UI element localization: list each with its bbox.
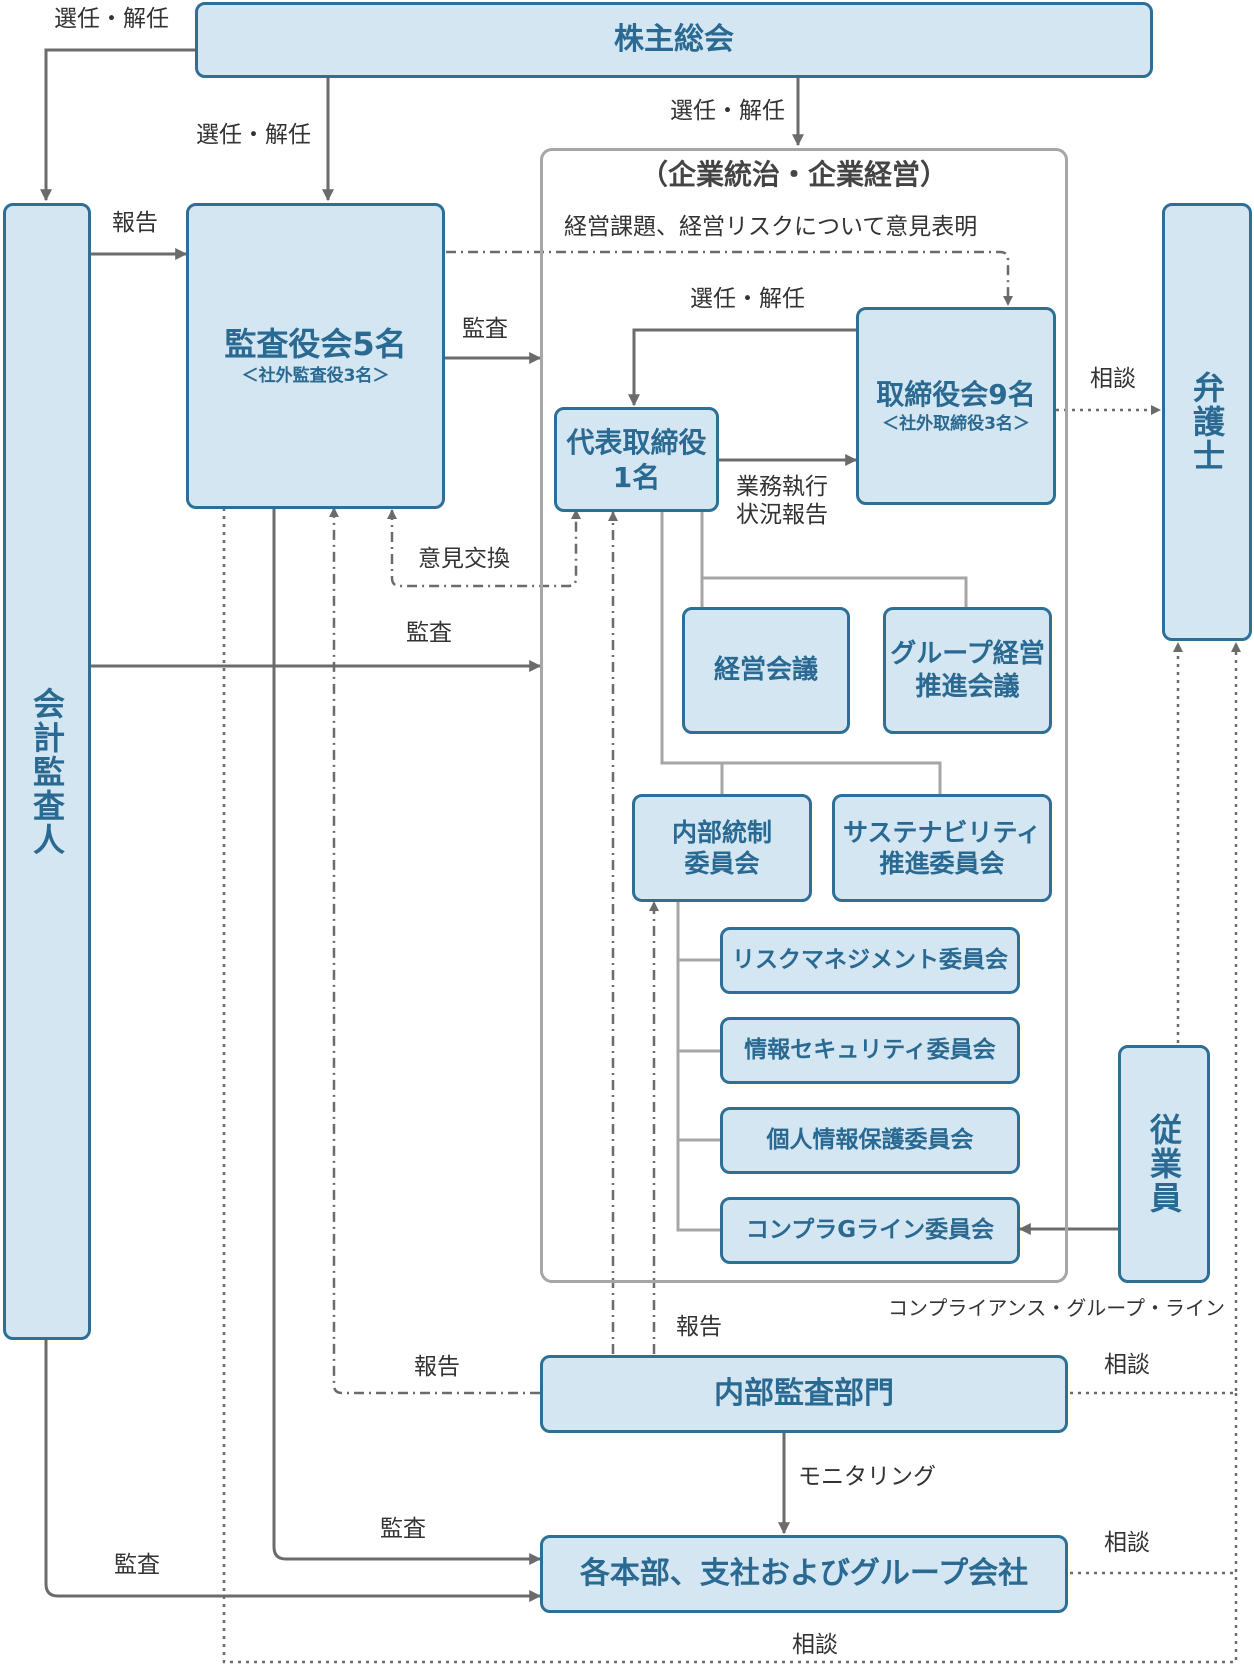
compliance-line-committee-box: コンプラGライン委員会 [720, 1197, 1020, 1264]
departments-label: 各本部、支社およびグループ会社 [579, 1556, 1029, 1592]
board-of-directors-box: 取締役会9名 ＜社外取締役3名＞ [856, 307, 1056, 505]
label-auditor-audit: 監査 [406, 620, 452, 646]
line-audit-board-consult [222, 508, 1238, 1664]
employees-box: 従業員 [1118, 1045, 1210, 1283]
arrow-internal-audit-report-board [329, 507, 540, 1395]
label-audit-board-audit: 監査 [462, 316, 508, 342]
info-security-label: 情報セキュリティ委員会 [744, 1037, 996, 1064]
group-management-line1: グループ経営 [890, 639, 1045, 669]
info-security-committee-box: 情報セキュリティ委員会 [720, 1017, 1020, 1084]
internal-control-box: 内部統制 委員会 [632, 794, 812, 902]
board-sub: ＜社外取締役3名＞ [882, 413, 1030, 434]
management-meeting-label: 経営会議 [713, 655, 818, 686]
lawyer-label: 弁護士 [1188, 371, 1226, 473]
label-report-to-audit-board: 報告 [414, 1354, 460, 1380]
label-audit-departments: 監査 [380, 1516, 426, 1542]
audit-board-box: 監査役会5名 ＜社外監査役3名＞ [186, 203, 445, 509]
label-monitoring: モニタリング [798, 1464, 936, 1490]
lawyer-box: 弁護士 [1162, 203, 1252, 641]
label-consult-bottom: 相談 [792, 1632, 838, 1658]
sustainability-line2: 推進委員会 [879, 849, 1005, 878]
label-report-internal-audit: 報告 [676, 1314, 722, 1340]
sustainability-line1: サステナビリティ [842, 817, 1041, 847]
sustainability-box: サステナビリティ 推進委員会 [832, 794, 1052, 902]
label-appoint-dismiss-auditor: 選任・解任 [54, 6, 169, 32]
internal-control-line2: 委員会 [684, 849, 760, 878]
privacy-label: 個人情報保護委員会 [766, 1127, 974, 1154]
employees-label: 従業員 [1145, 1113, 1183, 1215]
risk-management-committee-box: リスクマネジメント委員会 [720, 927, 1020, 994]
arrow-shareholders-to-auditor [40, 48, 195, 202]
representative-line2: 1名 [612, 460, 661, 494]
shareholders-meeting-box: 株主総会 [195, 2, 1153, 78]
label-consult-departments: 相談 [1104, 1530, 1150, 1556]
shareholders-meeting-label: 株主総会 [614, 22, 734, 58]
group-management-line2: 推進会議 [915, 671, 1020, 702]
accounting-auditor-box: 会計監査人 [3, 203, 91, 1340]
label-business-report: 業務執行 状況報告 [736, 474, 828, 528]
label-appoint-dismiss-audit-board: 選任・解任 [196, 122, 311, 148]
internal-audit-label: 内部監査部門 [714, 1376, 894, 1412]
arrow-auditor-audit-departments [44, 1340, 542, 1602]
label-compliance-group-line: コンプライアンス・グループ・ライン [888, 1296, 1225, 1320]
arrow-audit-board-audit-departments [272, 508, 542, 1565]
internal-audit-box: 内部監査部門 [540, 1355, 1068, 1433]
label-report-auditor: 報告 [112, 210, 158, 236]
management-meeting-box: 経営会議 [682, 607, 850, 734]
arrow-opinion-exchange [387, 509, 581, 588]
label-consult-internal-audit: 相談 [1104, 1352, 1150, 1378]
label-opinion-exchange: 意見交換 [418, 546, 510, 572]
privacy-committee-box: 個人情報保護委員会 [720, 1107, 1020, 1174]
risk-management-label: リスクマネジメント委員会 [732, 947, 1008, 974]
representative-line1: 代表取締役 [566, 425, 707, 459]
label-appoint-dismiss-governance: 選任・解任 [670, 98, 785, 124]
departments-box: 各本部、支社およびグループ会社 [540, 1535, 1068, 1613]
group-management-box: グループ経営 推進会議 [883, 607, 1052, 734]
representative-director-box: 代表取締役 1名 [554, 407, 719, 512]
compliance-line-label: コンプラGライン委員会 [745, 1217, 995, 1244]
arrow-ia-consult-lawyer [1070, 642, 1241, 1395]
internal-control-line1: 内部統制 [671, 817, 772, 847]
audit-board-title: 監査役会5名 [224, 325, 407, 364]
governance-frame-title: （企業統治・企業経営） [640, 158, 949, 191]
arrow-board-to-representative [628, 328, 858, 407]
label-consult-board: 相談 [1090, 366, 1136, 392]
label-auditor-audit-departments: 監査 [114, 1552, 160, 1578]
arrow-opinion [446, 250, 1013, 306]
governance-frame [540, 148, 1068, 1283]
audit-board-sub: ＜社外監査役3名＞ [241, 366, 390, 387]
label-opinion: 経営課題、経営リスクについて意見表明 [564, 214, 978, 240]
board-title: 取締役会9名 [876, 377, 1036, 411]
label-appoint-dismiss-board: 選任・解任 [690, 286, 805, 312]
accounting-auditor-label: 会計監査人 [28, 686, 66, 857]
